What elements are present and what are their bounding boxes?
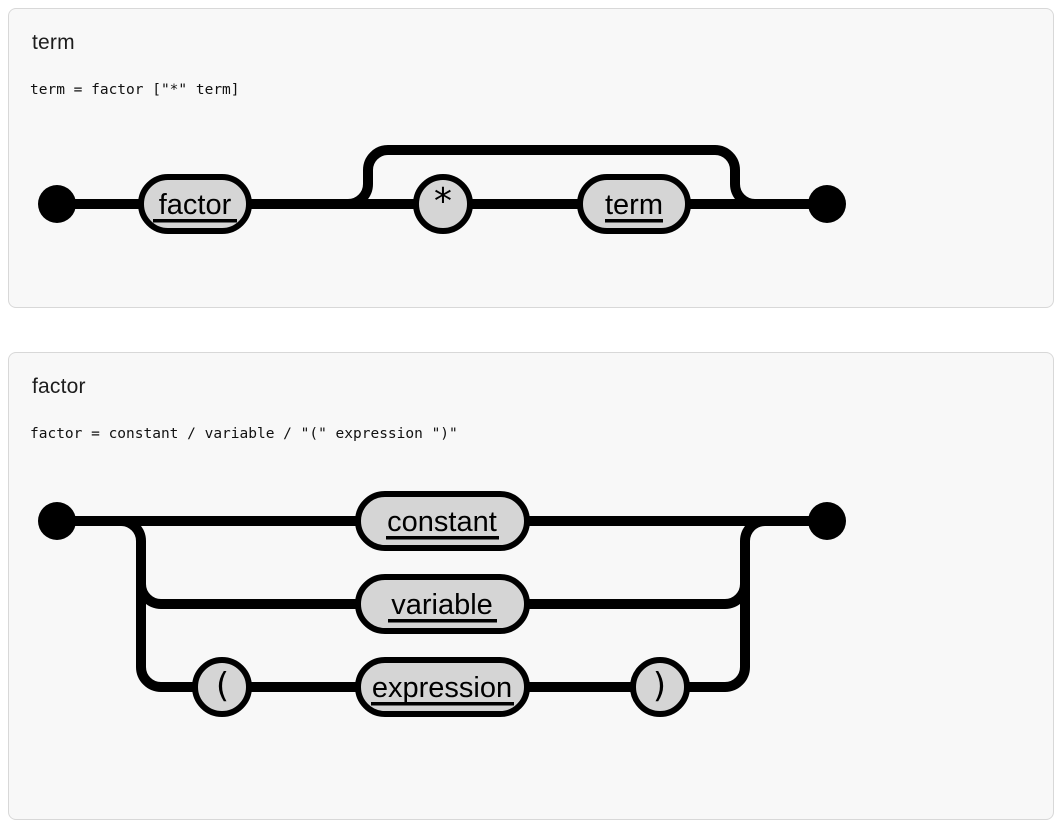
track-merge-variable xyxy=(527,516,766,609)
node-star-label: * xyxy=(432,181,454,222)
node-lparen-terminal: ( xyxy=(192,657,252,717)
end-dot xyxy=(808,185,846,223)
node-factor-underline xyxy=(153,219,237,223)
track-branch-left xyxy=(120,516,195,692)
node-variable-underline xyxy=(388,619,497,623)
railroad-diagram-term: factor * term xyxy=(38,145,846,234)
rule-title-term: term xyxy=(32,31,75,54)
node-expression-box[interactable] xyxy=(355,657,530,717)
track-branch-variable xyxy=(136,583,358,609)
rule-card-term: term term = factor ["*" term] factor * xyxy=(8,8,1054,308)
railroad-diagram-factor: constant variable ( expression xyxy=(38,491,846,717)
track-optional-bypass xyxy=(347,145,756,209)
node-expression[interactable]: expression xyxy=(355,657,530,717)
node-term-box[interactable] xyxy=(577,174,691,234)
node-factor-label[interactable]: factor xyxy=(159,189,232,221)
node-constant-label[interactable]: constant xyxy=(387,506,497,538)
node-term-underline xyxy=(605,219,663,223)
node-lparen-circle xyxy=(192,657,252,717)
node-expression-label[interactable]: expression xyxy=(372,672,512,704)
node-term-label[interactable]: term xyxy=(605,189,663,221)
node-variable-label[interactable]: variable xyxy=(391,589,493,621)
rule-card-factor: factor factor = constant / variable / "(… xyxy=(8,352,1054,820)
node-lparen-label: ( xyxy=(212,666,232,706)
rule-ebnf-code-term: term = factor ["*" term] xyxy=(30,82,240,99)
node-factor-box[interactable] xyxy=(138,174,252,234)
node-variable[interactable]: variable xyxy=(355,574,530,634)
track-merge-expression xyxy=(687,584,750,692)
node-term[interactable]: term xyxy=(577,174,691,234)
node-star-circle xyxy=(413,174,473,234)
node-star-terminal: * xyxy=(413,174,473,234)
node-factor[interactable]: factor xyxy=(138,174,252,234)
node-rparen-terminal: ) xyxy=(630,657,690,717)
start-dot xyxy=(38,502,76,540)
node-rparen-label: ) xyxy=(650,666,670,706)
node-constant-box[interactable] xyxy=(355,491,530,551)
start-dot xyxy=(38,185,76,223)
node-rparen-circle xyxy=(630,657,690,717)
node-variable-box[interactable] xyxy=(355,574,530,634)
node-expression-underline xyxy=(371,702,514,706)
node-constant-underline xyxy=(386,536,499,540)
end-dot xyxy=(808,502,846,540)
rule-title-factor: factor xyxy=(32,375,86,398)
node-constant[interactable]: constant xyxy=(355,491,530,551)
rule-ebnf-code-factor: factor = constant / variable / "(" expre… xyxy=(30,426,458,443)
